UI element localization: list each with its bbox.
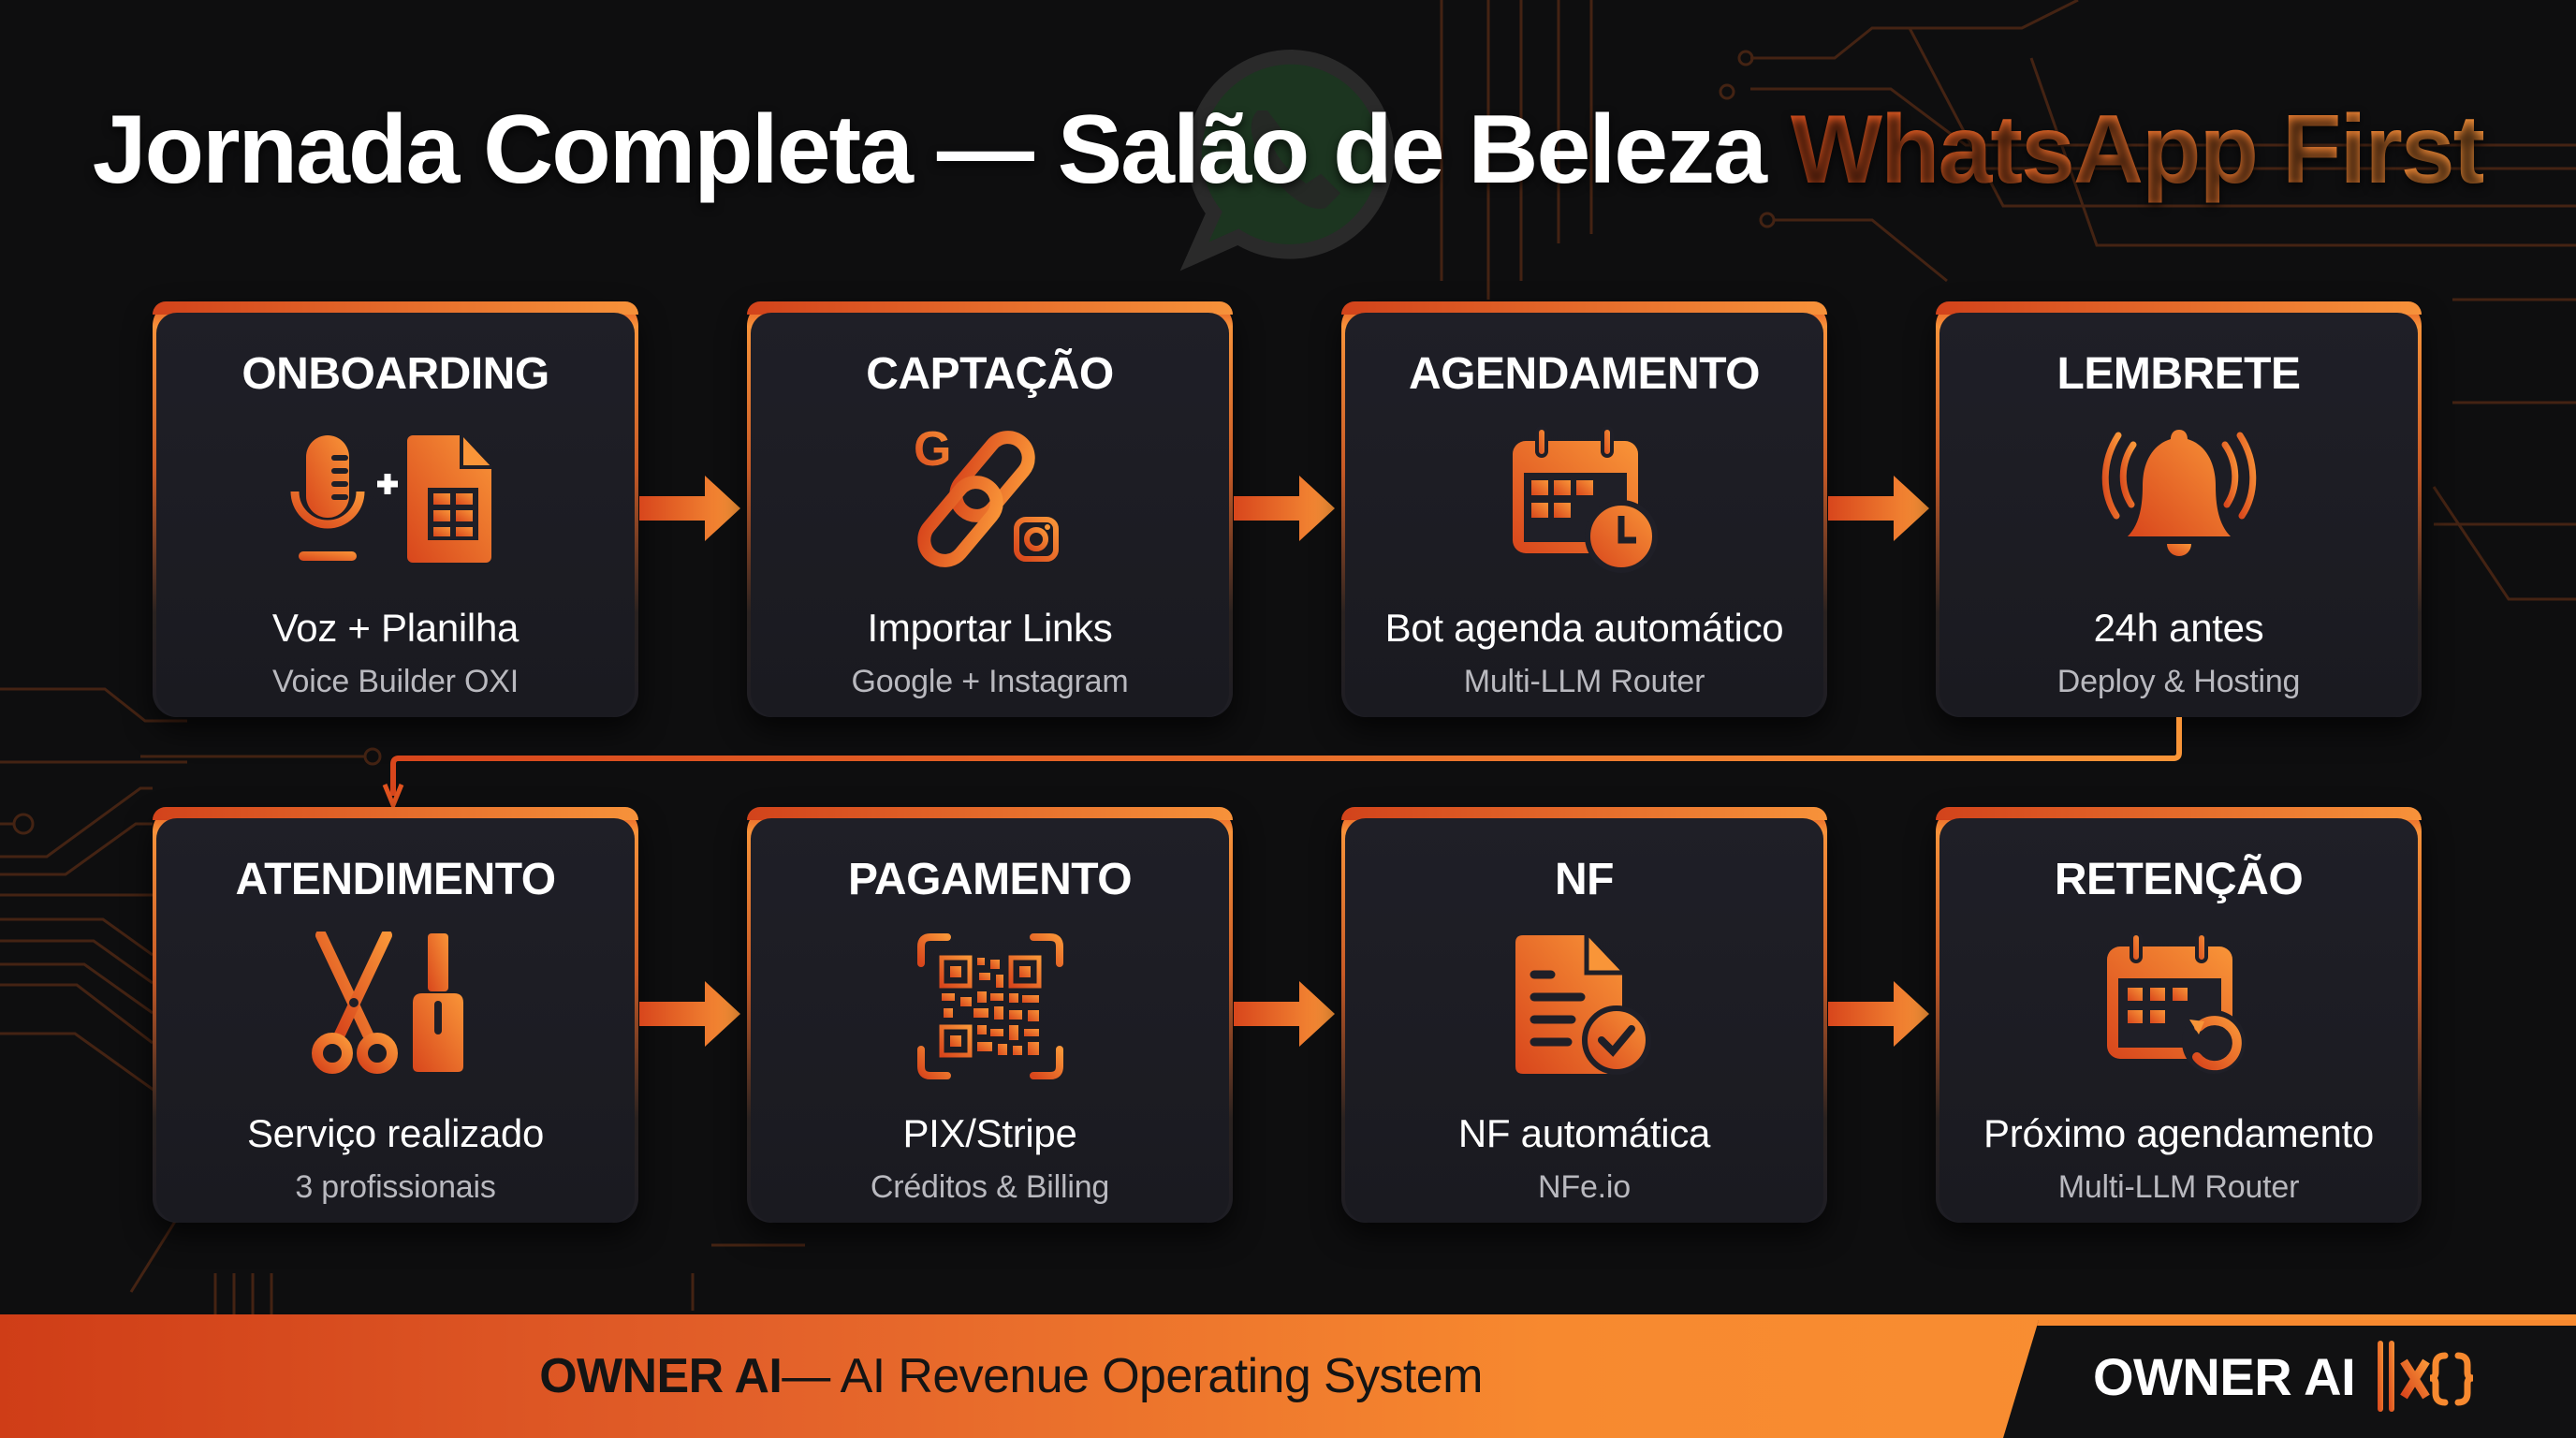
whatsapp-icon: [1179, 49, 1395, 271]
step-subtext: Créditos & Billing: [870, 1169, 1110, 1205]
step-card-onboarding: ONBOARDING Voz + Planilha Voice Builder …: [153, 301, 638, 717]
row-connector-arrow: [382, 717, 2182, 807]
step-subtext: Multi-LLM Router: [2057, 1169, 2300, 1205]
qr-code-icon: [915, 932, 1065, 1081]
step-description: Voz + Planilha: [271, 606, 520, 650]
step-subtext: Voice Builder OXI: [271, 664, 520, 699]
footer-brand: OWNER AI: [539, 1349, 783, 1403]
step-card-retencao: RETENÇÃO Próximo agendamento Multi-LLM R…: [1936, 807, 2422, 1223]
footer-tagline: OWNER AI — AI Revenue Operating System: [0, 1314, 2022, 1438]
title-main: Jornada Completa — Salão de Beleza: [92, 95, 1767, 204]
step-description: 24h antes: [2093, 606, 2264, 650]
logo-text: OWNER AI: [2093, 1346, 2356, 1406]
step-card-agendamento: AGENDAMENTO Bot agenda automático Multi-…: [1341, 301, 1827, 717]
step-title: ONBOARDING: [242, 349, 549, 399]
step-title: AGENDAMENTO: [1409, 349, 1760, 399]
step-description: Importar Links: [867, 606, 1113, 650]
step-card-nf: NF NF automática NFe.io: [1341, 807, 1827, 1223]
step-description: Próximo agendamento: [1983, 1111, 2374, 1155]
step-subtext: Google + Instagram: [851, 664, 1129, 699]
step-card-captacao: CAPTAÇÃO G Importar Links Google + Insta…: [747, 301, 1233, 717]
page-title: Jornada Completa — Salão de Beleza Whats…: [0, 101, 2576, 198]
step-title: LEMBRETE: [2056, 349, 2302, 399]
arrow-right-icon: [639, 981, 740, 1047]
step-title: ATENDIMENTO: [235, 855, 556, 904]
arrow-right-icon: [1828, 981, 1929, 1047]
invoice-check-icon: [1510, 932, 1660, 1081]
scissors-nail-polish-icon: [302, 932, 490, 1081]
step-card-lembrete: LEMBRETE 24h antes Deploy & Hosting: [1936, 301, 2422, 717]
step-description: PIX/Stripe: [902, 1111, 1077, 1155]
title-accent: WhatsApp First: [1790, 95, 2485, 204]
step-title: PAGAMENTO: [847, 855, 1133, 904]
step-title: NF: [1555, 855, 1614, 904]
step-description: NF automática: [1457, 1111, 1711, 1155]
arrow-right-icon: [1828, 476, 1929, 541]
microphone-plus-spreadsheet-icon: [284, 426, 508, 576]
arrow-right-icon: [639, 476, 740, 541]
owner-ai-logo: OWNER AI: [2093, 1314, 2479, 1438]
footer-logo-panel: [2003, 1320, 2576, 1438]
link-google-instagram-icon: G: [906, 426, 1075, 576]
footer-tagline-text: — AI Revenue Operating System: [782, 1349, 1483, 1403]
step-subtext: NFe.io: [1538, 1169, 1631, 1205]
step-card-atendimento: ATENDIMENTO Serviço realizado 3 profissi…: [153, 807, 638, 1223]
calendar-clock-icon: [1505, 426, 1664, 576]
logo-mark-icon: [2378, 1341, 2474, 1412]
arrow-right-icon: [1234, 981, 1335, 1047]
step-title: CAPTAÇÃO: [866, 349, 1114, 399]
arrow-right-icon: [1234, 476, 1335, 541]
step-description: Bot agenda automático: [1384, 606, 1784, 650]
calendar-repeat-icon: [2100, 932, 2259, 1081]
step-card-pagamento: PAGAMENTO PIX/Stripe Cré: [747, 807, 1233, 1223]
ringing-bell-icon: [2100, 426, 2259, 576]
svg-text:G: G: [914, 426, 951, 477]
step-title: RETENÇÃO: [2054, 855, 2304, 904]
step-description: Serviço realizado: [246, 1111, 545, 1155]
step-subtext: 3 profissionais: [295, 1169, 496, 1205]
step-subtext: Multi-LLM Router: [1463, 664, 1705, 699]
step-subtext: Deploy & Hosting: [2056, 664, 2301, 699]
